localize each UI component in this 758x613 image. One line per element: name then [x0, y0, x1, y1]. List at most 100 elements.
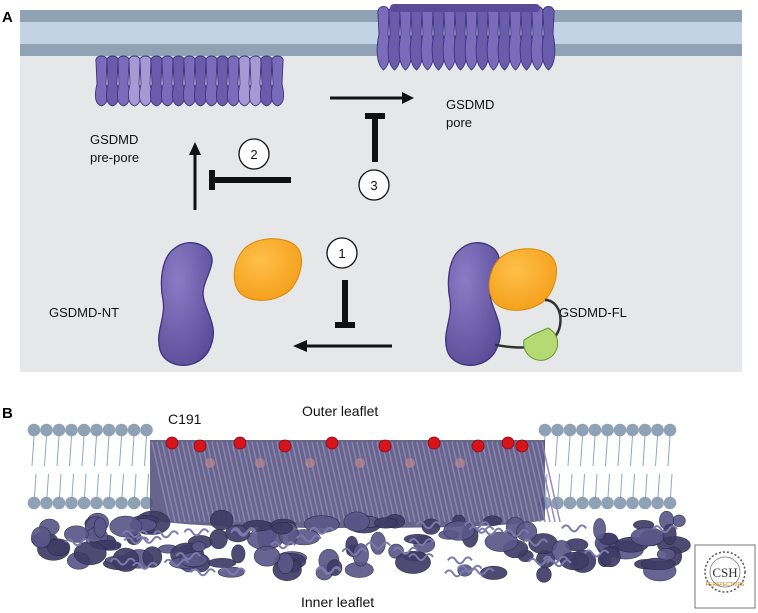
- lipid-head: [601, 496, 614, 510]
- pore-subunit: [541, 6, 556, 71]
- gsdmd-prepore-graphic: [94, 55, 285, 107]
- step-1-number: 1: [338, 246, 345, 261]
- globular-domain: [343, 511, 370, 532]
- globular-domain: [64, 525, 89, 543]
- beta-strand: [366, 441, 386, 523]
- globular-domain: [191, 541, 206, 552]
- arrow-fl-to-nt: [293, 340, 392, 352]
- gsdmd-pore-graphic: [376, 4, 556, 71]
- pore-subunit: [486, 6, 501, 71]
- lipid-head: [638, 496, 652, 510]
- inhibitor-2: [209, 170, 291, 190]
- pore-subunit: [420, 6, 435, 71]
- beta-strand: [371, 441, 391, 523]
- prepore-subunit: [94, 55, 109, 107]
- globular-domain: [672, 514, 686, 527]
- alpha-helix: [230, 527, 257, 536]
- alpha-helix: [270, 541, 296, 550]
- beta-strand: [336, 441, 356, 523]
- beta-strand: [191, 441, 211, 523]
- beta-strand: [521, 441, 541, 523]
- alpha-helix: [444, 569, 470, 578]
- globular-domain: [179, 552, 208, 568]
- globular-domain: [209, 509, 234, 531]
- beta-strand: [246, 441, 266, 523]
- beta-strand: [211, 441, 231, 523]
- pore-rim: [390, 4, 540, 12]
- beta-strand: [201, 441, 221, 523]
- globular-domain: [271, 521, 293, 535]
- beta-strand: [256, 441, 276, 523]
- beta-strand: [286, 441, 306, 523]
- beta-strand: [426, 441, 446, 523]
- alpha-helix: [230, 528, 256, 537]
- beta-strand: [291, 441, 311, 523]
- c191-residue: [325, 436, 339, 450]
- panel-b: B Outer leaflet C191 Inner leaflet CSH P…: [2, 403, 756, 610]
- lipid-tail: [580, 435, 583, 467]
- beta-strand: [536, 441, 556, 523]
- beta-strand: [466, 441, 486, 523]
- alpha-helix: [190, 568, 216, 577]
- lipid-head: [563, 423, 577, 437]
- alpha-helix: [122, 529, 148, 538]
- gsdmd-nt-protein: [158, 242, 214, 366]
- pore-subunit: [508, 6, 523, 71]
- lipid-head: [27, 423, 41, 437]
- lipid-head: [127, 496, 141, 510]
- alpha-helix: [295, 534, 322, 543]
- inner-residue: [205, 458, 215, 468]
- lipid-head: [127, 423, 141, 437]
- lipid-tail: [655, 435, 658, 467]
- beta-strand: [531, 441, 551, 523]
- lipid-tail: [44, 435, 47, 467]
- alpha-helix: [468, 567, 495, 576]
- beta-strand: [266, 441, 286, 523]
- beta-strand: [476, 441, 496, 523]
- alpha-helix: [408, 538, 435, 546]
- lipid-bilayer: [27, 423, 677, 510]
- lipid-head: [65, 423, 78, 437]
- lipid-head: [626, 496, 639, 510]
- lipid-head: [115, 496, 128, 510]
- c191-residue: [233, 436, 247, 450]
- beta-strand: [216, 441, 236, 523]
- alpha-helix: [153, 530, 179, 539]
- alpha-helix: [542, 555, 569, 564]
- alpha-helix: [408, 553, 434, 562]
- beta-strand: [271, 441, 291, 523]
- globular-domain: [483, 515, 502, 527]
- beta-strand: [421, 441, 441, 523]
- alpha-helix: [309, 526, 335, 535]
- residue-label: C191: [168, 411, 202, 427]
- gsdmd-nt-label: GSDMD-NT: [49, 305, 119, 320]
- beta-strand: [156, 441, 176, 523]
- beta-strand: [341, 441, 361, 523]
- beta-strand: [306, 441, 326, 523]
- beta-strand: [496, 441, 516, 523]
- alpha-helix: [561, 524, 587, 533]
- panel-b-letter: B: [2, 405, 13, 422]
- lipid-head: [626, 423, 639, 437]
- globular-domain: [231, 544, 246, 564]
- alpha-helix: [136, 535, 162, 544]
- beta-strand: [461, 441, 481, 523]
- beta-strand: [346, 441, 366, 523]
- lipid-head: [77, 423, 91, 437]
- globular-domain: [484, 531, 519, 552]
- alpha-helix: [583, 549, 610, 558]
- beta-strand: [356, 441, 376, 523]
- lipid-head: [77, 496, 91, 510]
- lipid-tail: [94, 435, 97, 467]
- globular-domain: [640, 557, 676, 571]
- beta-strand: [331, 441, 351, 523]
- lipid-head: [613, 496, 627, 510]
- gsdmd-ct-fragment: [233, 238, 303, 301]
- globular-domain: [46, 538, 71, 557]
- beta-strand: [261, 441, 281, 523]
- lipid-head: [90, 496, 103, 510]
- beta-strand: [161, 441, 181, 523]
- alpha-helix: [365, 541, 391, 550]
- beta-strand: [396, 441, 416, 523]
- globular-domain: [373, 517, 398, 529]
